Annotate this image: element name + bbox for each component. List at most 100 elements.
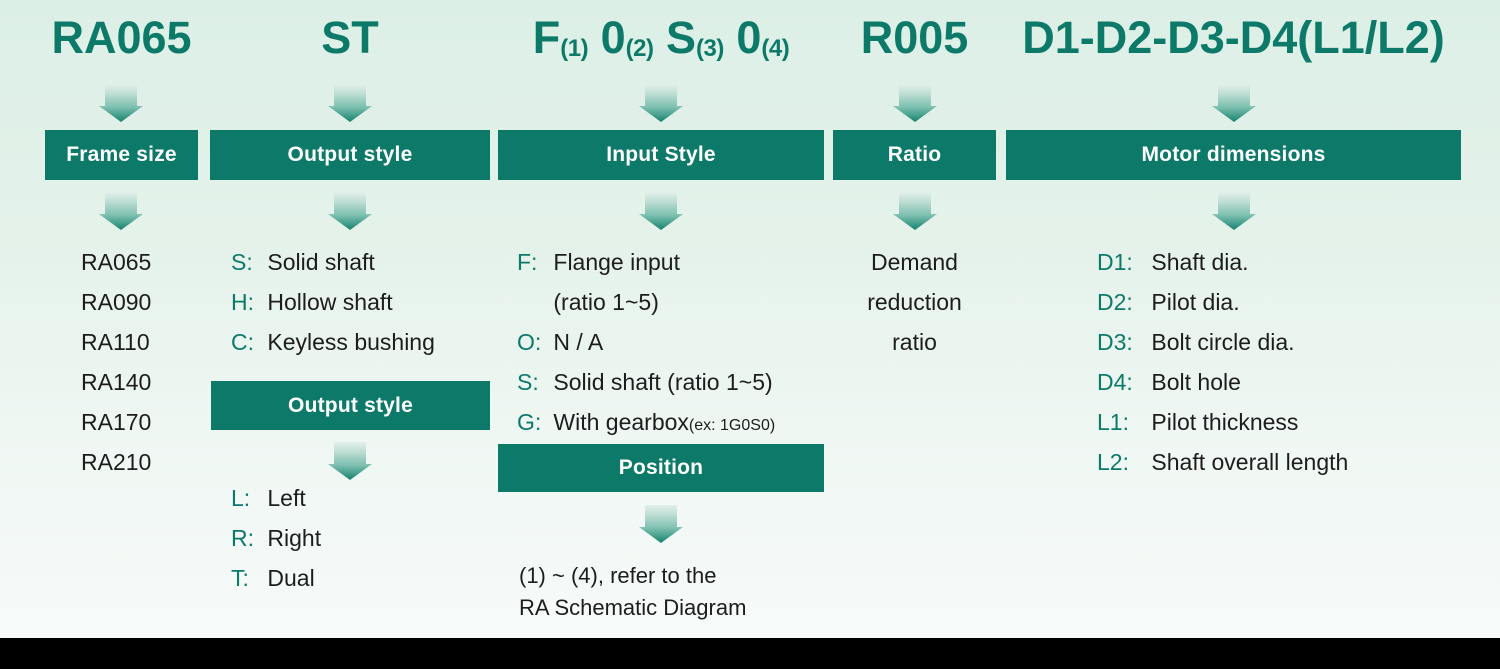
bar-output-style[interactable]: Output style bbox=[210, 130, 490, 180]
arrow-head bbox=[639, 106, 683, 122]
arrow-code-to-ratio bbox=[893, 84, 937, 122]
bar-input-style[interactable]: Input Style bbox=[498, 130, 824, 180]
list-item-key: L1: bbox=[1097, 409, 1129, 435]
list-item-desc: Pilot dia. bbox=[1151, 289, 1240, 315]
bar-motor-dimensions[interactable]: Motor dimensions bbox=[1006, 130, 1461, 180]
list-item-desc: Bolt circle dia. bbox=[1151, 329, 1295, 355]
list-item: RA090 bbox=[81, 289, 152, 315]
arrow-frame-size-to-list bbox=[99, 192, 143, 230]
motor-dimensions-list: D1: Shaft dia. D2: Pilot dia. D3: Bolt c… bbox=[1097, 242, 1348, 482]
arrow-head bbox=[639, 527, 683, 543]
list-item: RA170 bbox=[81, 409, 152, 435]
arrow-head bbox=[328, 106, 372, 122]
position-note: (1) ~ (4), refer to the RA Schematic Dia… bbox=[519, 560, 746, 624]
list-item: D2: Pilot dia. bbox=[1097, 282, 1348, 322]
arrow-head bbox=[328, 464, 372, 480]
list-item-key: D2: bbox=[1097, 289, 1133, 315]
list-item: RA065 bbox=[81, 249, 152, 275]
list-item-key: D3: bbox=[1097, 329, 1133, 355]
arrow-shaft bbox=[645, 192, 677, 215]
list-item-key: G: bbox=[517, 409, 542, 435]
model-code-input-letter-1: F bbox=[532, 12, 561, 63]
arrow-output-style-to-list bbox=[328, 192, 372, 230]
list-item-key: S: bbox=[517, 369, 539, 395]
list-item-continuation: (ratio 1~5) bbox=[517, 282, 775, 322]
list-item-key: L: bbox=[231, 485, 251, 511]
output-style-secondary-list: L: Left R: Right T: Dual bbox=[231, 478, 321, 598]
arrow-input-style-to-list bbox=[639, 192, 683, 230]
model-code-motor: D1-D2-D3-D4(L1/L2) bbox=[1022, 12, 1445, 63]
list-item: R: Right bbox=[231, 518, 321, 558]
arrow-code-to-input-style bbox=[639, 84, 683, 122]
list-item-desc: Pilot thickness bbox=[1151, 409, 1299, 435]
arrow-shaft bbox=[899, 84, 931, 107]
list-item: C: Keyless bushing bbox=[231, 322, 435, 362]
list-item: H: Hollow shaft bbox=[231, 282, 435, 322]
model-code-input-letter-3: S bbox=[666, 12, 697, 63]
bar-frame-size[interactable]: Frame size bbox=[45, 130, 198, 180]
list-item-desc: N / A bbox=[553, 329, 604, 355]
position-note-line: (1) ~ (4), refer to the bbox=[519, 563, 717, 588]
arrow-shaft bbox=[1218, 192, 1250, 215]
arrow-head bbox=[99, 214, 143, 230]
model-code-input-letter-4: 0 bbox=[736, 12, 762, 63]
output-style-list: S: Solid shaft H: Hollow shaft C: Keyles… bbox=[231, 242, 435, 362]
list-item-key: D1: bbox=[1097, 249, 1133, 275]
list-item: O: N / A bbox=[517, 322, 775, 362]
arrow-code-to-frame-size bbox=[99, 84, 143, 122]
arrow-shaft bbox=[105, 192, 137, 215]
list-item-desc: With gearbox bbox=[553, 409, 689, 435]
frame-size-list: RA065 RA090 RA110 RA140 RA170 RA210 bbox=[81, 242, 151, 482]
list-item-key: O: bbox=[517, 329, 542, 355]
list-item: D3: Bolt circle dia. bbox=[1097, 322, 1348, 362]
model-code-input: F(1) 0(2) S(3) 0(4) bbox=[498, 12, 824, 72]
list-item: S: Solid shaft (ratio 1~5) bbox=[517, 362, 775, 402]
arrow-motor-dimensions-to-list bbox=[1212, 192, 1256, 230]
bar-output-style-secondary[interactable]: Output style bbox=[211, 381, 490, 430]
list-item-key: H: bbox=[231, 289, 254, 315]
arrow-head bbox=[639, 214, 683, 230]
list-item: RA210 bbox=[81, 449, 152, 475]
arrow-head bbox=[328, 214, 372, 230]
model-code-input-sub-1: (1) bbox=[560, 35, 589, 62]
arrow-shaft bbox=[899, 192, 931, 215]
arrow-head bbox=[1212, 106, 1256, 122]
list-item: L1: Pilot thickness bbox=[1097, 402, 1348, 442]
list-item: L: Left bbox=[231, 478, 321, 518]
model-code-input-letter-2: 0 bbox=[600, 12, 626, 63]
model-code-input-sub-2: (2) bbox=[625, 35, 654, 62]
list-item: L2: Shaft overall length bbox=[1097, 442, 1348, 482]
arrow-shaft bbox=[334, 192, 366, 215]
list-item-desc: Keyless bushing bbox=[267, 329, 435, 355]
list-item-desc: Shaft dia. bbox=[1151, 249, 1249, 275]
arrow-position-to-note bbox=[639, 505, 683, 543]
arrow-shaft bbox=[645, 505, 677, 528]
list-item-key: S: bbox=[231, 249, 253, 275]
list-item: RA140 bbox=[81, 369, 152, 395]
list-item: RA110 bbox=[81, 329, 150, 355]
position-note-line: RA Schematic Diagram bbox=[519, 595, 747, 620]
bar-ratio[interactable]: Ratio bbox=[833, 130, 996, 180]
list-item: ratio bbox=[892, 329, 937, 355]
list-item-desc: Hollow shaft bbox=[267, 289, 393, 315]
list-item-key: L2: bbox=[1097, 449, 1129, 475]
list-item-example: (ex: 1G0S0) bbox=[688, 417, 776, 434]
list-item: reduction bbox=[867, 289, 962, 315]
list-item: F: Flange input bbox=[517, 242, 775, 282]
bottom-band bbox=[0, 638, 1500, 669]
arrow-shaft bbox=[334, 442, 366, 465]
list-item-desc: Shaft overall length bbox=[1151, 449, 1349, 475]
list-item-desc: Right bbox=[267, 525, 322, 551]
list-item-desc: Dual bbox=[267, 565, 315, 591]
arrow-head bbox=[99, 106, 143, 122]
list-item-desc: Bolt hole bbox=[1151, 369, 1241, 395]
list-item-desc: Left bbox=[267, 485, 306, 511]
arrow-head bbox=[893, 106, 937, 122]
bar-position[interactable]: Position bbox=[498, 444, 824, 492]
list-item-key: F: bbox=[517, 249, 538, 275]
arrow-code-to-motor-dimensions bbox=[1212, 84, 1256, 122]
arrow-head bbox=[1212, 214, 1256, 230]
arrow-code-to-output-style bbox=[328, 84, 372, 122]
arrow-shaft bbox=[645, 84, 677, 107]
